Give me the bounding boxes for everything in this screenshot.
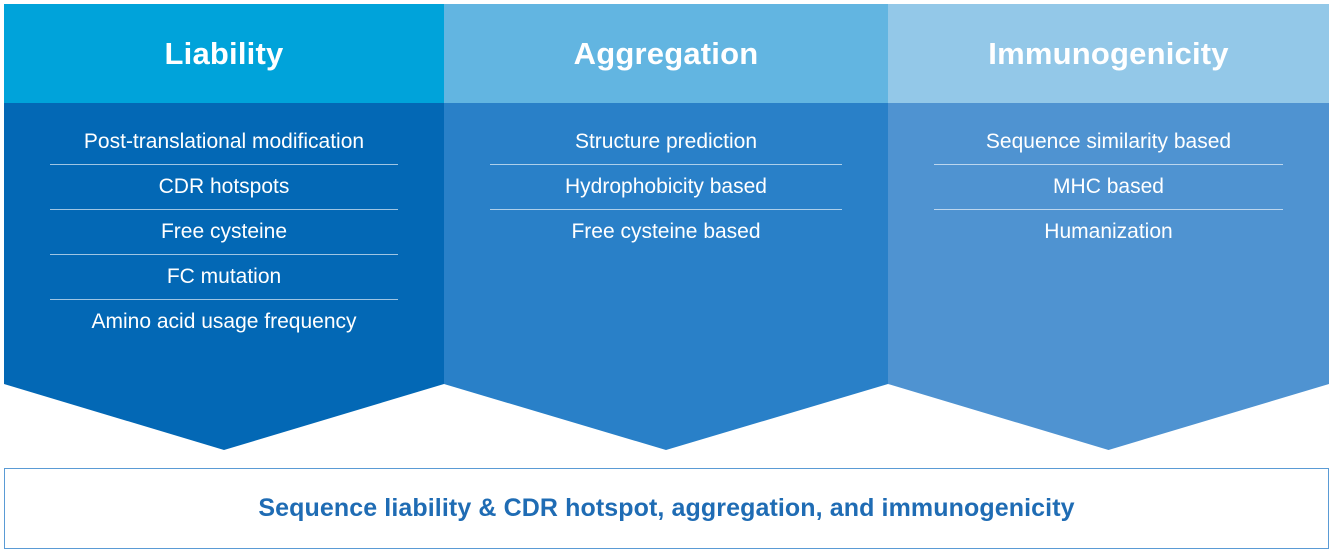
column-aggregation-list: Structure prediction Hydrophobicity base… (444, 103, 888, 254)
list-item[interactable]: CDR hotspots (50, 164, 398, 209)
column-liability-list: Post-translational modification CDR hots… (4, 103, 444, 344)
list-item[interactable]: Sequence similarity based (985, 130, 1232, 153)
summary-footer-text: Sequence liability & CDR hotspot, aggreg… (258, 494, 1075, 522)
column-aggregation[interactable]: Aggregation Structure prediction Hydroph… (444, 4, 888, 450)
column-immunogenicity-title: Immunogenicity (988, 36, 1229, 71)
list-item[interactable]: Humanization (934, 209, 1283, 254)
list-item[interactable]: MHC based (934, 164, 1283, 209)
list-item[interactable]: Free cysteine based (490, 209, 842, 254)
list-item[interactable]: Amino acid usage frequency (50, 299, 398, 344)
column-aggregation-header: Aggregation (444, 4, 888, 103)
list-item[interactable]: FC mutation (50, 254, 398, 299)
category-columns: Liability Post-translational modificatio… (4, 4, 1329, 450)
column-liability-header: Liability (4, 4, 444, 103)
column-immunogenicity[interactable]: Immunogenicity Sequence similarity based… (888, 4, 1329, 450)
list-item[interactable]: Free cysteine (50, 209, 398, 254)
column-immunogenicity-list: Sequence similarity based MHC based Huma… (888, 103, 1329, 254)
list-item[interactable]: Hydrophobicity based (490, 164, 842, 209)
list-item[interactable]: Post-translational modification (83, 130, 365, 153)
column-aggregation-title: Aggregation (573, 36, 759, 71)
column-immunogenicity-header: Immunogenicity (888, 4, 1329, 103)
column-liability[interactable]: Liability Post-translational modificatio… (4, 4, 444, 450)
summary-footer-bar: Sequence liability & CDR hotspot, aggreg… (4, 468, 1329, 549)
column-liability-title: Liability (164, 36, 284, 71)
list-item[interactable]: Structure prediction (574, 130, 758, 153)
